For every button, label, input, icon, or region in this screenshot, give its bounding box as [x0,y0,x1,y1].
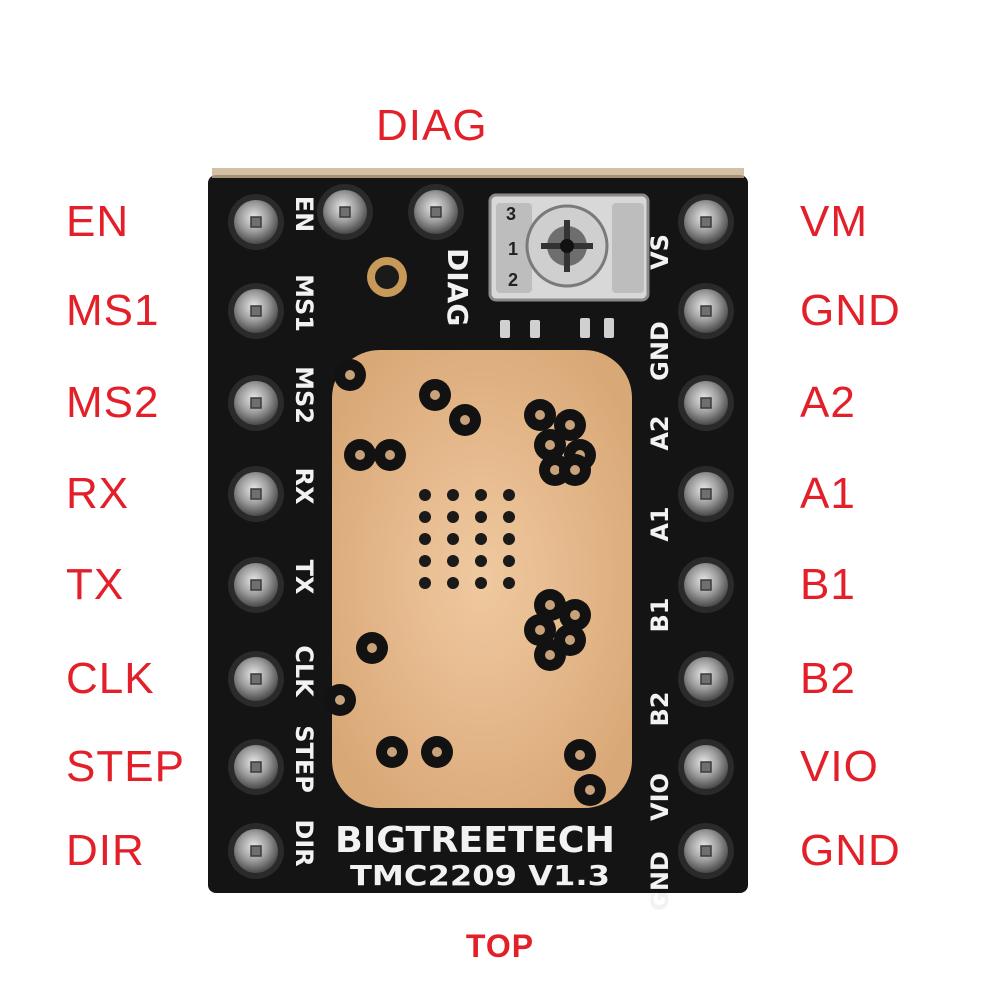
pin-header-top [317,184,464,240]
right-pin-label-a1-3: A1 [800,469,856,518]
silk-model: TMC2209 V1.3 [350,859,610,892]
pin-top-1 [408,184,464,240]
silk-right-a2-2: A2 [646,415,674,450]
silk-left-ms1: MS1 [290,274,318,332]
top-view-label: TOP [465,928,535,964]
left-pin-label-en: EN [66,197,130,246]
left-pin-label-step: STEP [66,742,185,791]
silk-brand: BIGTREETECH [335,820,615,861]
pin-left-3 [228,466,284,522]
silk-right-vio-6: VIO [646,773,674,821]
via-holes [324,359,606,806]
left-pin-label-ms2: MS2 [66,378,160,427]
pin-left-5 [228,651,284,707]
silk-left-step: STEP [290,725,318,793]
silk-left-en: EN [290,196,318,232]
silk-right-b2-5: B2 [646,692,674,727]
left-pin-label-rx: RX [66,469,130,518]
pin-right-6 [678,739,734,795]
right-pin-label-vm-0: VM [800,197,868,246]
right-pin-label-gnd-7: GND [800,826,901,875]
pin-header-left [228,194,284,879]
pin-left-7 [228,823,284,879]
smd-components [500,318,614,338]
left-pin-label-clk: CLK [66,654,155,703]
pin-left-1 [228,283,284,339]
right-pin-label-b1-4: B1 [800,560,856,609]
silk-right-gnd-1: GND [646,321,674,381]
right-pin-label-vio-6: VIO [800,742,879,791]
silk-left-tx: TX [290,560,318,595]
pin-header-right [678,194,734,879]
silk-left-clk: CLK [290,645,318,698]
silk-right-gnd-7: GND [646,851,674,911]
pin-left-2 [228,375,284,431]
silk-right-b1-4: B1 [646,598,674,633]
silk-left-dir: DIR [290,819,318,866]
silk-diag-label: DIAG [441,248,474,326]
left-pin-label-tx: TX [66,560,125,609]
pin-left-0 [228,194,284,250]
pin-left-4 [228,557,284,613]
right-pin-label-gnd-1: GND [800,286,901,335]
left-pin-label-ms1: MS1 [66,286,160,335]
pin-right-2 [678,375,734,431]
potentiometer: 3 1 2 [488,193,650,302]
pin-right-4 [678,557,734,613]
pin-right-7 [678,823,734,879]
pin-right-0 [678,194,734,250]
right-pin-label-a2-2: A2 [800,378,856,427]
pin-top-0 [317,184,373,240]
right-pin-label-b2-5: B2 [800,654,856,703]
left-pin-label-dir: DIR [66,826,145,875]
pot-mark-2: 2 [508,270,518,290]
diag-label: DIAG [376,101,488,150]
pin-right-3 [678,466,734,522]
silk-left-rx: RX [290,468,318,505]
pot-mark-1: 1 [508,239,518,259]
silk-left-ms2: MS2 [290,366,318,424]
pot-mark-3: 3 [506,204,516,224]
pin-right-1 [678,283,734,339]
pin-left-6 [228,739,284,795]
pin-right-5 [678,651,734,707]
silk-right-vs-0: VS [646,234,674,270]
silk-right-a1-3: A1 [646,506,674,541]
